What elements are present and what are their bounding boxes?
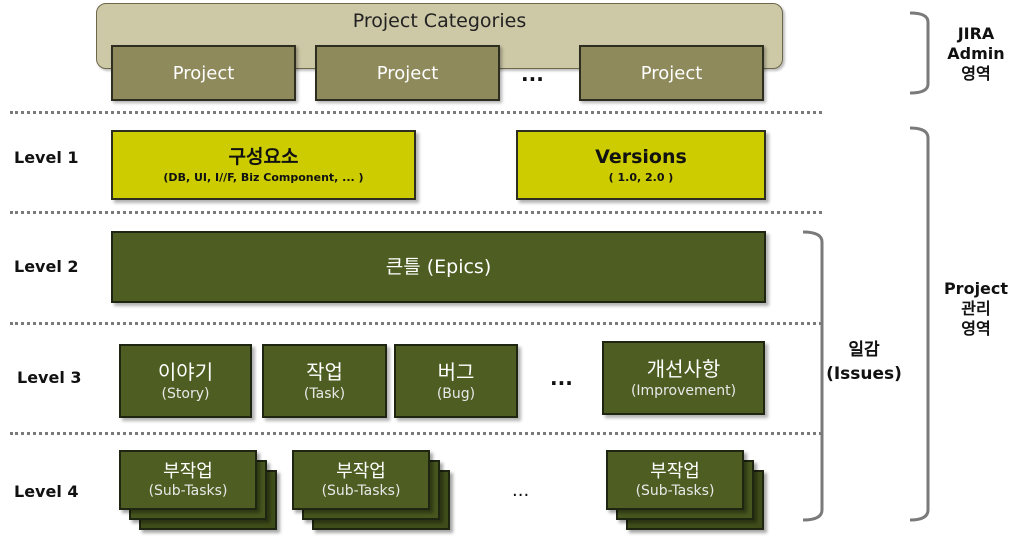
components-box: 구성요소 (DB, UI, I//F, Biz Component, ... ) <box>111 130 416 200</box>
issues-label: 일감 (Issues) <box>824 338 904 386</box>
components-title: 구성요소 <box>228 146 299 168</box>
components-subtitle: (DB, UI, I//F, Biz Component, ... ) <box>163 171 364 184</box>
subtask-title: 부작업 <box>650 461 700 482</box>
task-title: 작업 <box>306 360 343 384</box>
project-mgmt-bracket <box>909 126 930 522</box>
issues-line: (Issues) <box>826 364 902 384</box>
jira-admin-line: Admin <box>947 44 1005 63</box>
bug-subtitle: (Bug) <box>436 386 476 402</box>
subtask-title: 부작업 <box>336 461 386 482</box>
subtask-box: 부작업 (Sub-Tasks) <box>119 450 257 510</box>
bug-box: 버그 (Bug) <box>394 344 518 418</box>
jira-admin-line: JIRA <box>957 24 995 43</box>
subtask-stack-1: 부작업 (Sub-Tasks) <box>119 450 289 540</box>
issues-line: 일감 <box>848 340 880 360</box>
epics-label: 큰틀 (Epics) <box>385 256 492 278</box>
project-mgmt-line: 관리 <box>961 299 991 318</box>
divider-1 <box>10 111 822 114</box>
subtask-subtitle: (Sub-Tasks) <box>321 483 401 499</box>
project-mgmt-line: Project <box>943 279 1009 298</box>
project-ellipsis: ... <box>521 62 544 86</box>
level4-ellipsis: ... <box>512 480 530 501</box>
divider-4 <box>10 432 822 435</box>
project-box-label: Project <box>640 62 703 84</box>
project-box-3: Project <box>579 45 764 101</box>
story-title: 이야기 <box>157 360 214 384</box>
improvement-subtitle: (Improvement) <box>630 383 737 399</box>
level-2-label: Level 2 <box>14 257 79 276</box>
jira-admin-bracket <box>909 11 930 95</box>
improvement-title: 개선사항 <box>646 357 721 381</box>
project-box-2: Project <box>315 45 500 101</box>
level3-ellipsis: ... <box>550 366 573 390</box>
task-subtitle: (Task) <box>303 386 346 402</box>
story-box: 이야기 (Story) <box>119 344 252 418</box>
subtask-subtitle: (Sub-Tasks) <box>148 483 228 499</box>
versions-box: Versions ( 1.0, 2.0 ) <box>516 130 766 200</box>
versions-subtitle: ( 1.0, 2.0 ) <box>608 171 674 184</box>
subtask-box: 부작업 (Sub-Tasks) <box>292 450 430 510</box>
jira-admin-line: 영역 <box>961 64 991 83</box>
epics-box: 큰틀 (Epics) <box>111 231 766 303</box>
project-box-label: Project <box>376 62 439 84</box>
subtask-stack-3: 부작업 (Sub-Tasks) <box>606 450 776 540</box>
project-mgmt-label: Project 관리 영역 <box>936 279 1016 339</box>
subtask-stack-2: 부작업 (Sub-Tasks) <box>292 450 462 540</box>
level-3-label: Level 3 <box>17 368 82 387</box>
issues-bracket <box>802 230 824 522</box>
divider-2 <box>10 211 822 214</box>
level-4-label: Level 4 <box>14 482 79 501</box>
task-box: 작업 (Task) <box>262 344 387 418</box>
subtask-title: 부작업 <box>163 461 213 482</box>
project-box-label: Project <box>172 62 235 84</box>
project-box-1: Project <box>111 45 296 101</box>
jira-admin-label: JIRA Admin 영역 <box>936 24 1016 84</box>
subtask-subtitle: (Sub-Tasks) <box>635 483 715 499</box>
level-1-label: Level 1 <box>14 148 79 167</box>
divider-3 <box>10 322 822 325</box>
story-subtitle: (Story) <box>161 386 210 402</box>
bug-title: 버그 <box>437 360 475 384</box>
project-categories-title: Project Categories <box>352 10 527 32</box>
subtask-box: 부작업 (Sub-Tasks) <box>606 450 744 510</box>
versions-title: Versions <box>595 146 687 168</box>
improvement-box: 개선사항 (Improvement) <box>602 341 765 415</box>
project-mgmt-line: 영역 <box>961 319 991 338</box>
